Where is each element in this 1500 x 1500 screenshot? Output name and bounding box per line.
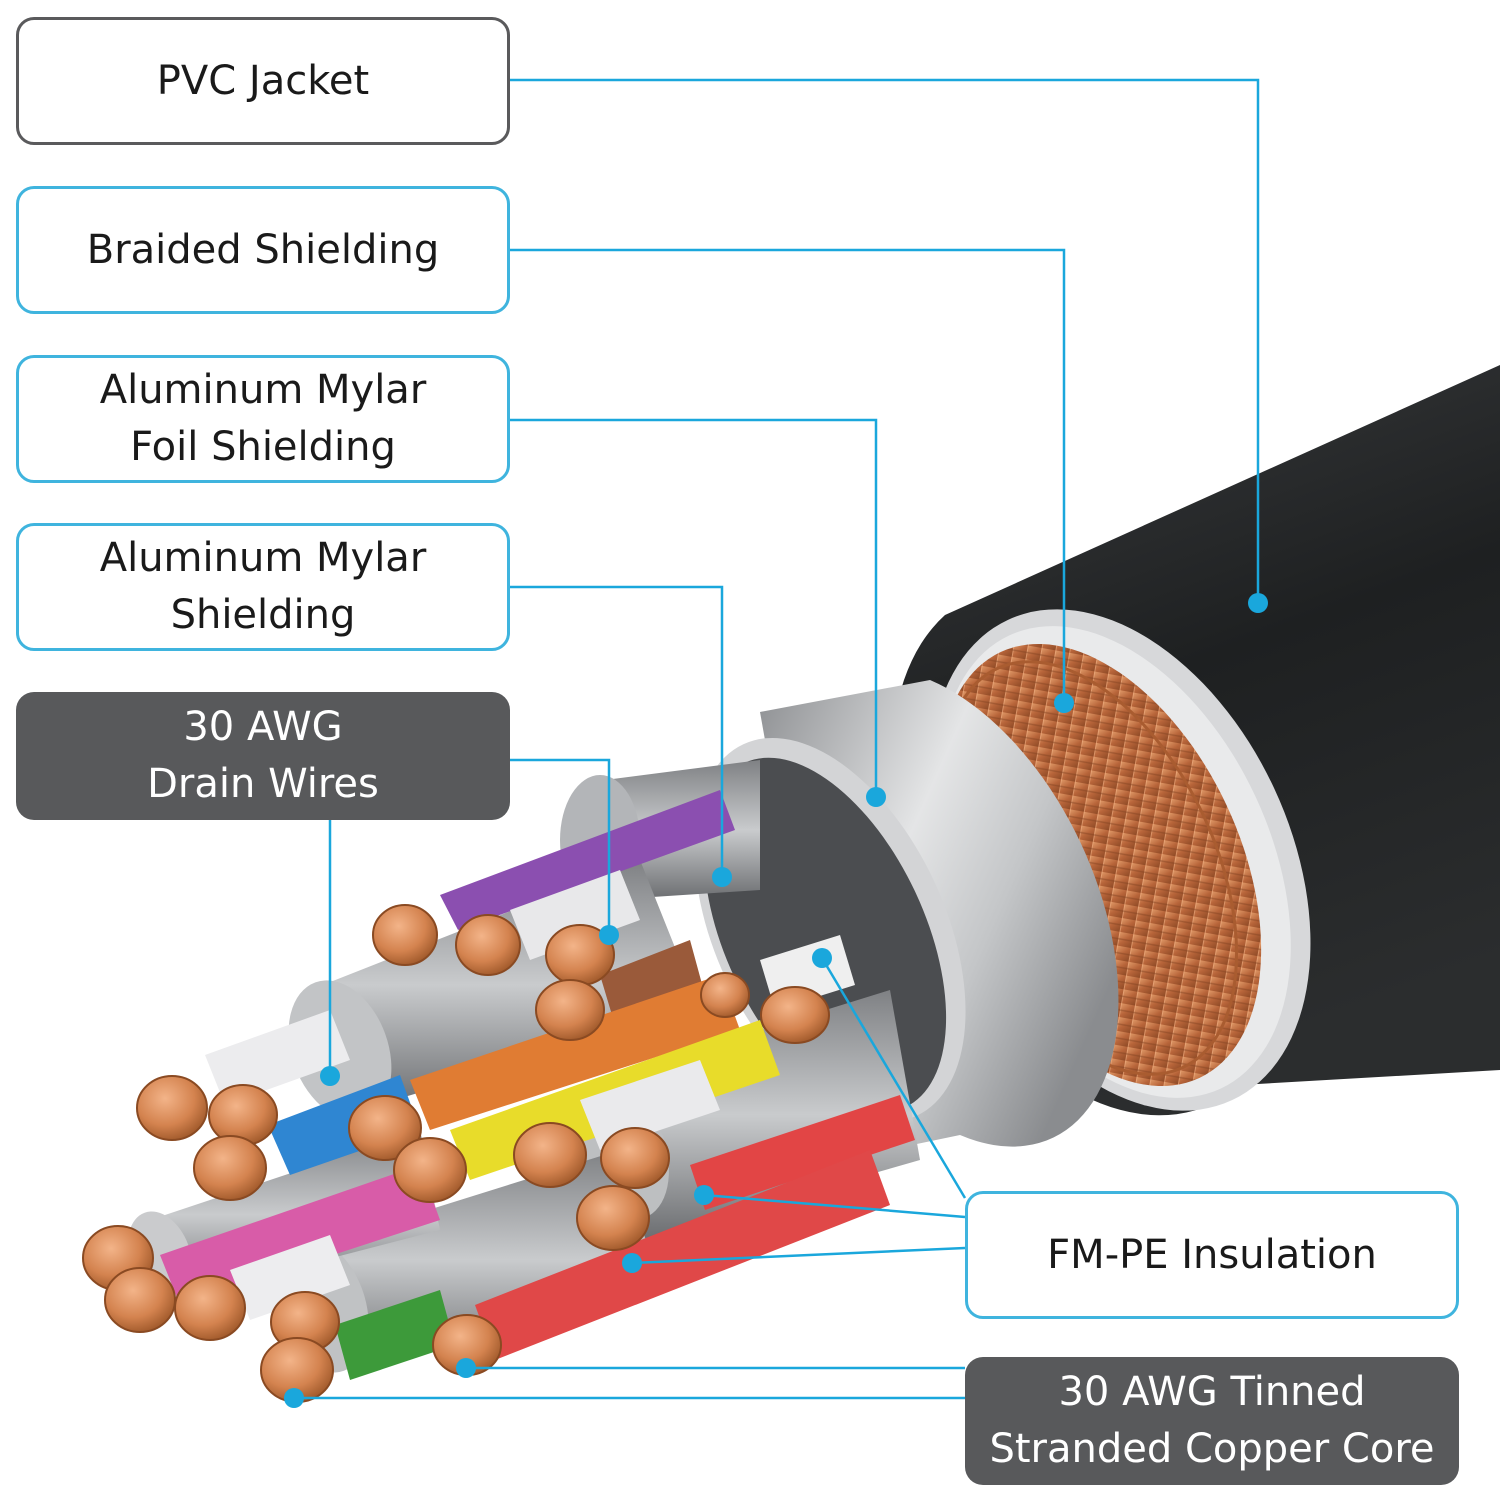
dot-foil-shielding [866, 787, 886, 807]
label-foil-shielding-line1: Aluminum Mylar [99, 367, 427, 413]
leader-insulation-1 [820, 957, 967, 1199]
white-wire [205, 1010, 350, 1105]
dot-copper-core-1 [456, 1358, 476, 1378]
leader-dots [284, 593, 1268, 1408]
label-drain-wires-line2: Drain Wires [147, 761, 379, 807]
label-drain-wires: 30 AWG Drain Wires [16, 692, 510, 820]
white-wire [510, 870, 640, 960]
leader-mylar-shielding [510, 585, 724, 877]
orange-wire [410, 975, 740, 1130]
leader-lines [294, 78, 1260, 1400]
leader-drain-wires-1 [510, 758, 611, 935]
label-copper-core-line1: 30 AWG Tinned [1058, 1369, 1366, 1415]
purple-wire [440, 790, 735, 930]
dot-insulation-1 [812, 948, 832, 968]
label-mylar-shielding: Aluminum Mylar Shielding [16, 523, 510, 651]
white-wire [580, 1060, 720, 1150]
leader-insulation-3 [631, 1246, 966, 1265]
label-insulation-text: FM-PE Insulation [1047, 1231, 1377, 1278]
leader-insulation-2 [703, 1193, 966, 1219]
label-pvc-jacket: PVC Jacket [16, 17, 510, 145]
label-braided-shielding-text: Braided Shielding [86, 226, 440, 273]
dot-drain-wires-1 [599, 925, 619, 945]
label-mylar-shielding-line2: Shielding [170, 592, 356, 638]
leader-pvc-jacket [510, 78, 1260, 603]
dot-pvc-jacket [1248, 593, 1268, 613]
dot-mylar-shielding [712, 867, 732, 887]
label-copper-core-line2: Stranded Copper Core [989, 1426, 1435, 1472]
green-wire [335, 1290, 455, 1380]
label-braided-shielding: Braided Shielding [16, 186, 510, 314]
label-foil-shielding: Aluminum Mylar Foil Shielding [16, 355, 510, 483]
dot-insulation-3 [622, 1253, 642, 1273]
label-pvc-jacket-text: PVC Jacket [156, 57, 370, 104]
leader-braided-shielding [510, 248, 1066, 703]
label-drain-wires-line1: 30 AWG [183, 704, 343, 750]
label-copper-core: 30 AWG Tinned Stranded Copper Core [965, 1357, 1459, 1485]
leader-foil-shielding [510, 418, 878, 797]
dot-braided-shielding [1054, 693, 1074, 713]
dot-insulation-2 [694, 1185, 714, 1205]
dot-copper-core-2 [284, 1388, 304, 1408]
label-mylar-shielding-line1: Aluminum Mylar [99, 535, 427, 581]
white-wire [230, 1235, 350, 1320]
label-foil-shielding-line2: Foil Shielding [130, 424, 396, 470]
copper-conductors [82, 904, 830, 1403]
dot-drain-wires-2 [320, 1066, 340, 1086]
label-insulation: FM-PE Insulation [965, 1191, 1459, 1319]
insulated-wires [160, 790, 915, 1380]
red-wire [690, 1095, 915, 1210]
